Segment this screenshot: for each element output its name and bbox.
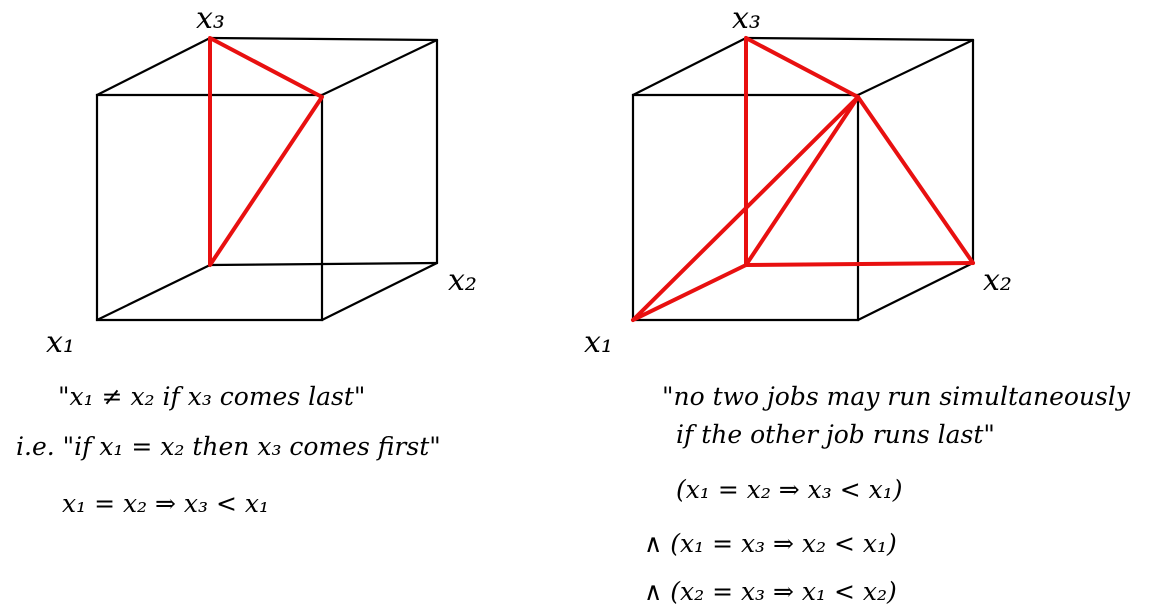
right-cube-highlight-top — [744, 36, 860, 99]
right-note-line2: if the other job runs last" — [676, 420, 995, 449]
right-note-line1: "no two jobs may run simultaneously — [662, 382, 1131, 411]
left-cube-label-x1: x₁ — [46, 325, 75, 360]
left-cube-edge-bottom-left — [95, 263, 212, 322]
right-cube-highlight-inner-diagonal — [744, 95, 860, 267]
left-cube-back-top-edge — [208, 36, 439, 42]
right-cube-edge-top-left — [631, 36, 748, 97]
right-cube-label-x3: x₃ — [732, 1, 761, 36]
right-cube-highlight-bottom — [744, 261, 975, 267]
right-cube-back-top-edge — [744, 36, 975, 42]
left-cube-edge-top-left — [95, 36, 212, 97]
left-note-line2: i.e. "if x₁ = x₂ then x₃ comes first" — [16, 432, 441, 461]
right-cube-highlight-front-bottom — [631, 263, 748, 322]
right-cube-label-x1: x₁ — [584, 325, 613, 360]
left-cube-label-x2: x₂ — [448, 263, 477, 298]
right-formula-line1: (x₁ = x₂ ⇒ x₃ < x₁) — [676, 475, 903, 504]
left-cube-edge-bottom-right — [320, 261, 439, 322]
right-formula-line3: ∧ (x₂ = x₃ ⇒ x₁ < x₂) — [644, 577, 897, 606]
right-cube — [631, 36, 975, 322]
left-cube-label-x3: x₃ — [196, 1, 225, 36]
right-formula-line2: ∧ (x₁ = x₃ ⇒ x₂ < x₁) — [644, 529, 897, 558]
left-cube-edge-top-right — [320, 38, 439, 97]
right-cube-highlight-front-diagonal — [631, 95, 860, 322]
left-cube-highlight-triangle — [208, 36, 324, 267]
left-note-line3: x₁ = x₂ ⇒ x₃ < x₁ — [62, 489, 269, 518]
right-cube-highlight-right-diagonal — [856, 95, 975, 265]
left-cube-back-bottom-edge — [208, 261, 439, 267]
right-cube-edge-bottom-right — [856, 261, 975, 322]
right-cube-label-x2: x₂ — [983, 263, 1012, 298]
left-note-line1: "x₁ ≠ x₂ if x₃ comes last" — [58, 382, 365, 411]
left-cube — [95, 36, 439, 322]
right-cube-edge-top-right — [856, 38, 975, 97]
